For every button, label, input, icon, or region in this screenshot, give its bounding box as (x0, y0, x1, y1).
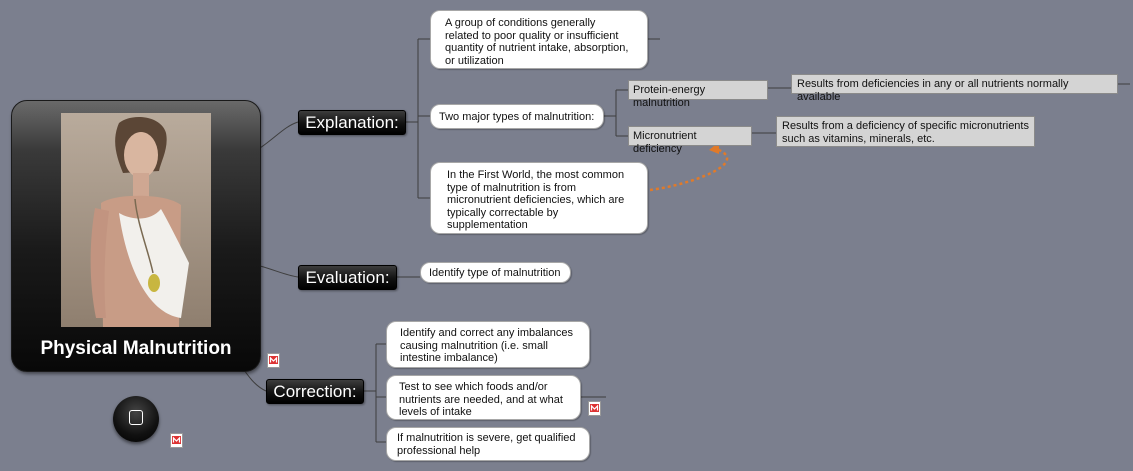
text-line: type of malnutrition is from (447, 181, 576, 194)
branch-correction[interactable]: Correction: (266, 379, 364, 404)
square-button-icon (129, 410, 143, 425)
text-line: micronutrient deficiencies, which are (447, 194, 625, 206)
text-line: Identify and correct any imbalances (400, 327, 574, 339)
text-line: Results from a deficiency of specific mi… (782, 120, 1029, 132)
text-line: Micronutrient deficiency (633, 130, 697, 155)
text-line: Two major types of malnutrition: (439, 111, 595, 123)
correction-item-3[interactable]: If malnutrition is severe, get qualified… (386, 427, 590, 461)
correction-item-1[interactable]: Identify and correct any imbalances caus… (386, 321, 590, 368)
text-line: Results from deficiencies in any or all … (797, 78, 1069, 103)
text-line: causing malnutrition (i.e. small (400, 339, 548, 352)
central-topic[interactable]: Physical Malnutrition (11, 100, 261, 372)
central-topic-title: Physical Malnutrition (40, 338, 232, 359)
text-line: Identify type of malnutrition (429, 267, 561, 279)
type-micronutrient[interactable]: Micronutrient deficiency (628, 126, 752, 155)
type-protein-energy-detail[interactable]: Results from deficiencies in any or all … (791, 74, 1118, 103)
explanation-types-intro[interactable]: Two major types of malnutrition: (430, 104, 604, 129)
note-icon[interactable] (170, 433, 183, 448)
explanation-definition[interactable]: A group of conditions generally related … (430, 10, 648, 69)
text-line: or utilization (445, 54, 504, 67)
text-line: such as vitamins, minerals, etc. (782, 132, 935, 145)
note-icon[interactable] (267, 353, 280, 368)
text-line: intestine imbalance) (400, 352, 498, 364)
text-line: levels of intake (399, 406, 472, 418)
text-line: In the First World, the most common (447, 169, 625, 181)
text-line: nutrients are needed, and at what (399, 393, 563, 406)
text-line: A group of conditions generally (445, 17, 596, 29)
evaluation-item[interactable]: Identify type of malnutrition (420, 262, 571, 283)
branch-evaluation[interactable]: Evaluation: (298, 265, 397, 290)
text-line: If malnutrition is severe, get qualified (397, 432, 576, 444)
explanation-first-world[interactable]: In the First World, the most common type… (430, 162, 648, 234)
text-line: professional help (397, 444, 481, 457)
text-line: quantity of nutrient intake, absorption, (445, 42, 629, 54)
branch-explanation[interactable]: Explanation: (298, 110, 406, 135)
model-photo (61, 113, 211, 327)
type-micronutrient-detail[interactable]: Results from a deficiency of specific mi… (776, 116, 1035, 147)
text-line: supplementation (447, 219, 528, 231)
type-protein-energy[interactable]: Protein-energy malnutrition (628, 80, 768, 109)
note-icon[interactable] (588, 401, 601, 416)
correction-item-2[interactable]: Test to see which foods and/or nutrients… (386, 375, 581, 420)
text-line: Protein-energy malnutrition (633, 84, 706, 109)
relationship-arrow (649, 146, 729, 192)
text-line: typically correctable by (447, 206, 559, 219)
text-line: Test to see which foods and/or (399, 381, 548, 393)
text-line: related to poor quality or insufficient (445, 29, 619, 42)
square-button[interactable] (113, 396, 159, 442)
